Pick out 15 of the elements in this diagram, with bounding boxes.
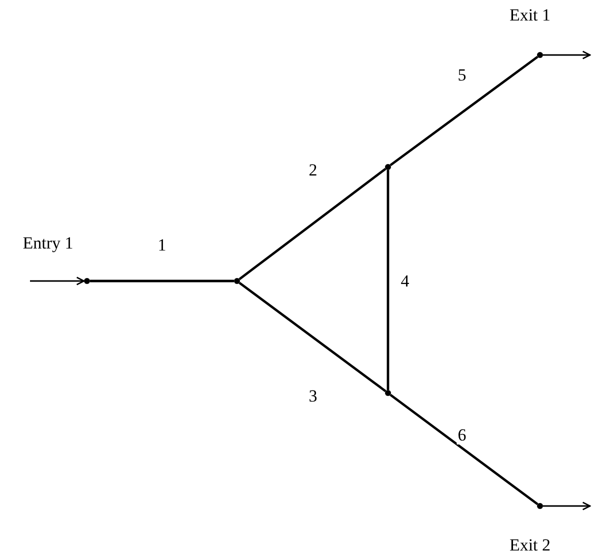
flow-arrow [543, 502, 591, 510]
junction-dot [234, 278, 240, 284]
junction-dot [385, 164, 391, 170]
network-link [238, 168, 386, 280]
network-link [90, 280, 234, 282]
network-link [390, 394, 538, 506]
junction-dot [537, 503, 543, 509]
flow-arrow [30, 276, 85, 286]
junction-dot [537, 52, 543, 58]
junction-dot [385, 390, 391, 396]
network-link [386, 170, 390, 390]
network-link [238, 282, 386, 392]
flow-arrow [543, 50, 591, 60]
network-link [390, 56, 538, 166]
junction-dot [84, 278, 90, 284]
